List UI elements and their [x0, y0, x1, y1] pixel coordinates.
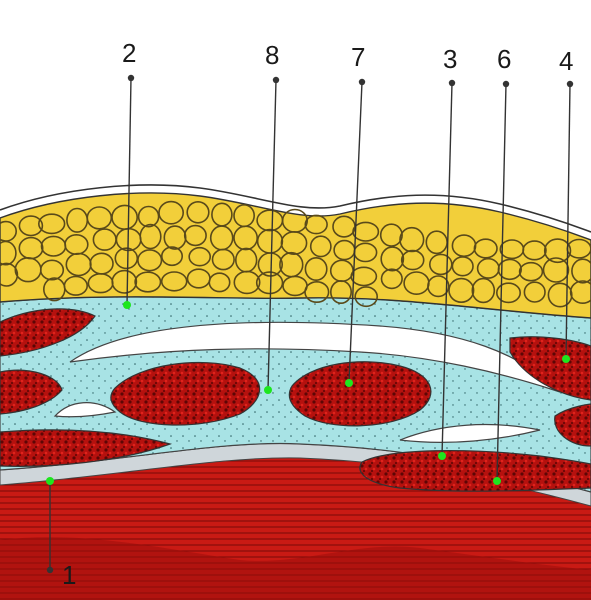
lobule-6: [359, 449, 591, 492]
fat-cell: [427, 275, 450, 298]
fat-cell: [137, 249, 163, 272]
fat-cell: [111, 269, 138, 294]
lobule-left-mid: [0, 369, 63, 415]
label-4: 4: [559, 46, 573, 363]
fat-cell: [354, 286, 379, 308]
fat-cell: [63, 275, 89, 296]
lobule-right-small: [554, 403, 591, 447]
fat-cell: [473, 238, 498, 259]
cavity-lower-right: [399, 423, 541, 443]
fat-cell: [39, 259, 65, 281]
fat-cell: [208, 272, 231, 293]
label-1: 1: [46, 477, 76, 590]
fat-cell: [137, 205, 160, 228]
svg-text:4: 4: [559, 46, 573, 76]
fat-cell: [304, 280, 330, 303]
fat-cell: [188, 246, 211, 267]
fat-cell: [571, 258, 591, 284]
label-2: 2: [122, 38, 136, 309]
fat-cell: [186, 201, 210, 224]
svg-text:1: 1: [62, 560, 76, 590]
fat-cell: [350, 266, 378, 287]
fat-cell: [542, 257, 570, 283]
marker-2: [123, 301, 131, 309]
fat-cell: [400, 249, 425, 271]
label-7: 7: [345, 42, 365, 387]
svg-text:2: 2: [122, 38, 136, 68]
fat-cell: [329, 279, 352, 304]
fat-cell: [38, 213, 66, 235]
cavity-lower-left: [53, 402, 117, 418]
fat-cell: [0, 262, 19, 287]
fat-cell: [523, 281, 546, 303]
marker-1: [46, 477, 54, 485]
svg-text:6: 6: [497, 44, 511, 74]
fat-cell: [233, 270, 261, 295]
fat-cell: [211, 248, 235, 271]
fat-cell: [255, 271, 284, 295]
marker-4: [562, 355, 570, 363]
fat-cell: [448, 277, 475, 304]
fat-cell: [399, 226, 425, 253]
svg-text:3: 3: [443, 44, 457, 74]
fat-cell: [380, 268, 403, 290]
fat-cell: [0, 240, 17, 266]
muscle-shade: [0, 537, 591, 600]
fat-cell: [233, 225, 259, 251]
fat-cell: [161, 246, 184, 267]
fat-cell: [569, 280, 591, 304]
fat-cell: [139, 223, 162, 250]
lobule-left-top: [0, 308, 96, 357]
fat-cell: [471, 277, 496, 304]
fat-cell: [280, 231, 308, 256]
lobule-7: [288, 361, 432, 427]
fat-cell: [518, 261, 544, 282]
lobule-left-bottom: [0, 429, 173, 467]
marker-3: [438, 452, 446, 460]
svg-text:7: 7: [351, 42, 365, 72]
fat-cell: [304, 214, 328, 235]
fat-cell: [451, 256, 474, 277]
marker-7: [345, 379, 353, 387]
marker-6: [493, 477, 501, 485]
fat-cell: [379, 223, 403, 247]
fat-cell: [380, 246, 405, 272]
lobule-8: [110, 361, 261, 426]
label-8: 8: [264, 40, 279, 394]
fat-cell: [304, 256, 328, 281]
fat-cell: [134, 271, 162, 293]
fat-cell: [309, 235, 332, 258]
fat-cell: [352, 221, 380, 242]
fat-cells: [0, 200, 591, 308]
fat-cell: [18, 215, 44, 237]
fat-cell: [183, 224, 207, 247]
fat-cell: [497, 258, 522, 281]
marker-8: [264, 386, 272, 394]
fat-cell: [543, 238, 572, 264]
skin-outline: [0, 184, 591, 233]
fat-cell: [160, 271, 188, 292]
svg-text:8: 8: [265, 40, 279, 70]
fat-cell: [522, 240, 547, 261]
fat-cell: [495, 282, 521, 304]
fat-cell: [158, 200, 185, 225]
label-6: 6: [493, 44, 511, 485]
label-3: 3: [438, 44, 457, 460]
